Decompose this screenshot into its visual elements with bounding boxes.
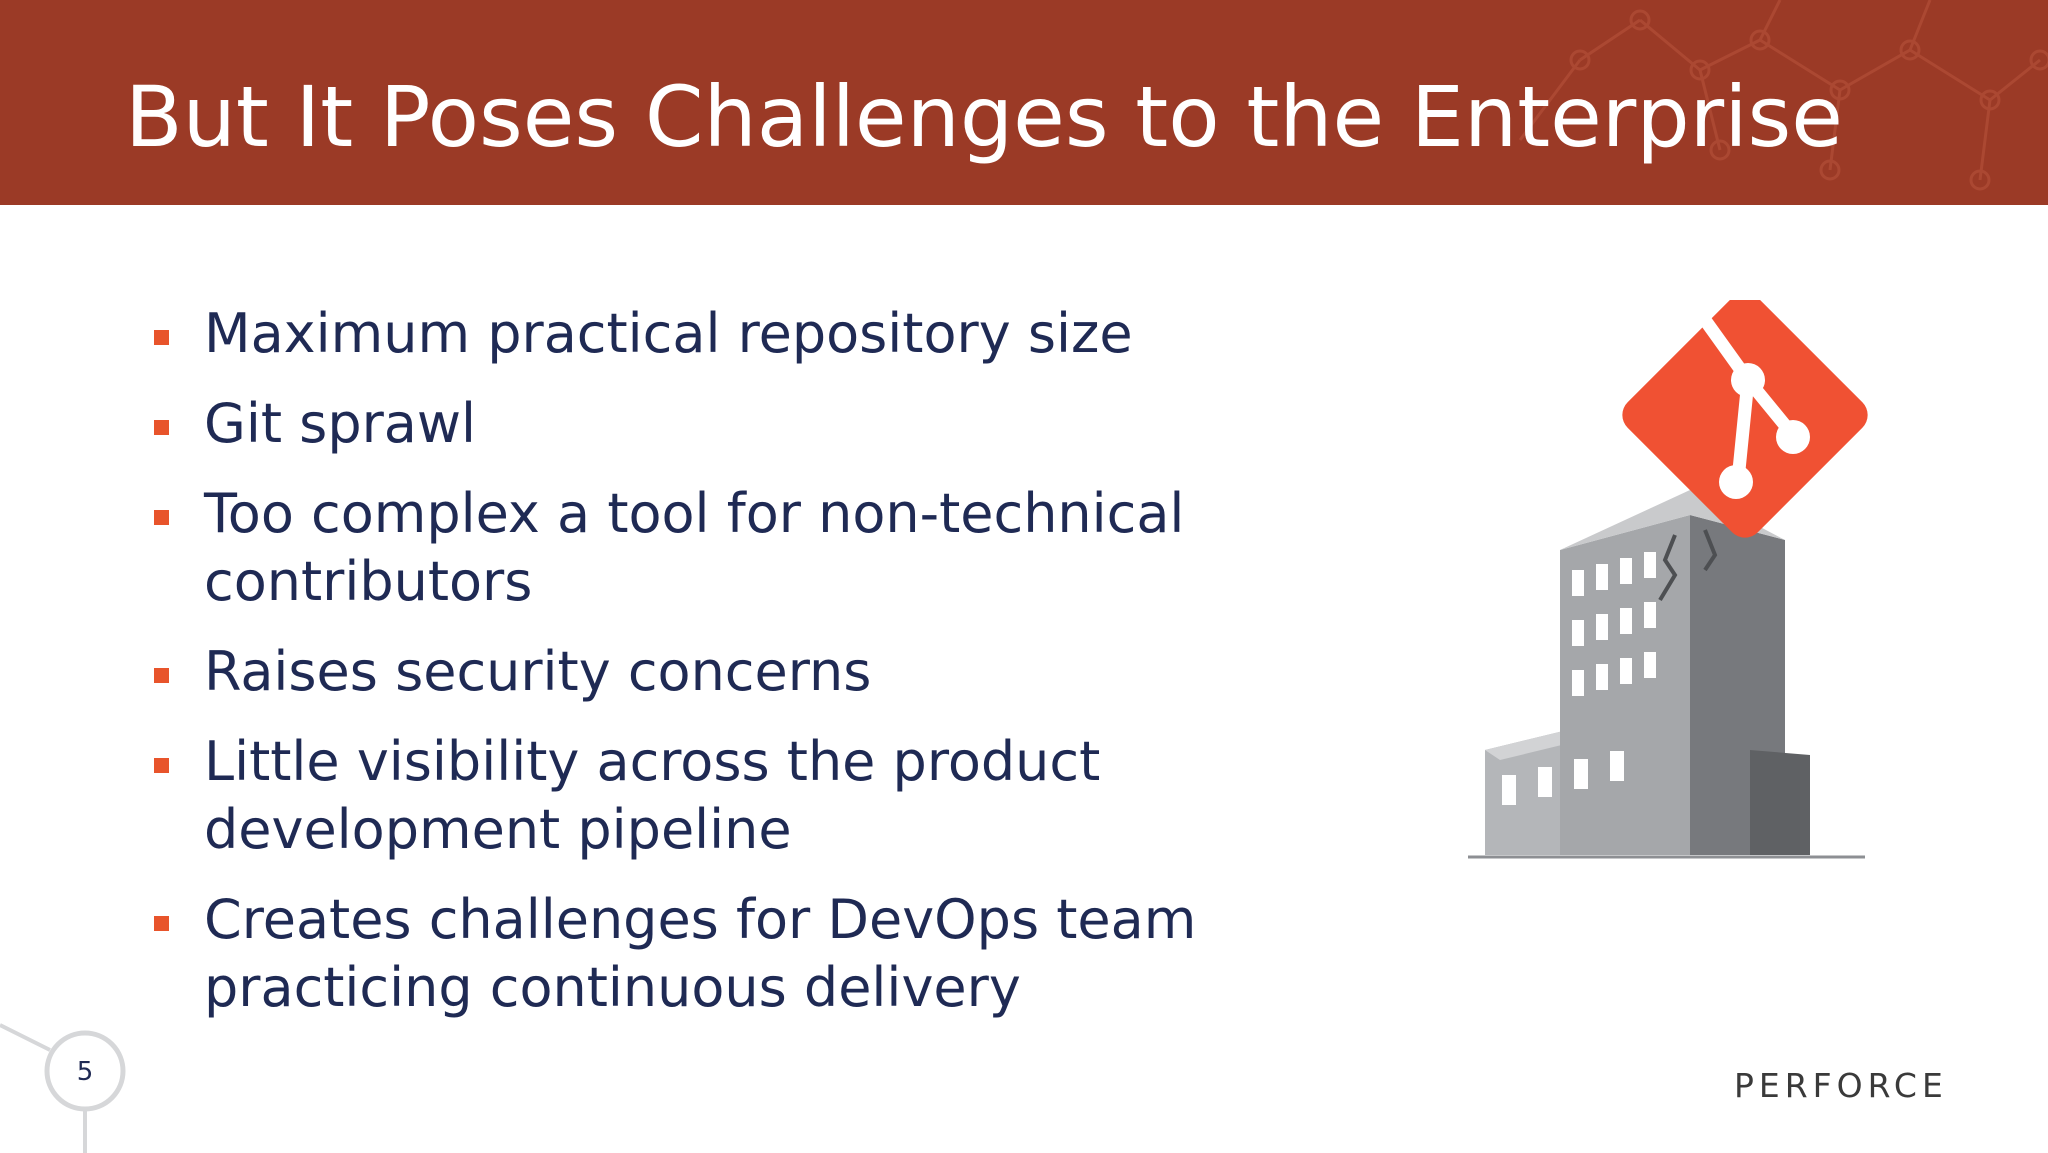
bullet-item: Git sprawl [150, 390, 1300, 458]
title-bar: But It Poses Challenges to the Enterpris… [0, 0, 2048, 205]
bullet-list: Maximum practical repository size Git sp… [150, 300, 1300, 1044]
bullet-item: Maximum practical repository size [150, 300, 1300, 368]
git-logo-on-building-icon [1468, 300, 1868, 859]
bullet-marker [154, 916, 169, 931]
page-number-badge-icon [0, 1023, 126, 1153]
bullet-text: Maximum practical repository size [204, 302, 1133, 365]
perforce-logo: PERFORCE [1734, 1066, 1948, 1105]
bullet-item: Raises security concerns [150, 638, 1300, 706]
bullet-marker [154, 668, 169, 683]
bullet-text: Creates challenges for DevOps team [204, 888, 1197, 951]
bullet-text: Git sprawl [204, 392, 477, 455]
bullet-text: Raises security concerns [204, 640, 872, 703]
page-number: 5 [76, 1057, 94, 1087]
bullet-item: Little visibility across the product dev… [150, 728, 1300, 864]
bullet-marker [154, 510, 169, 525]
slide-title: But It Poses Challenges to the Enterpris… [125, 68, 1843, 166]
bullet-text-continued: practicing continuous delivery [204, 956, 1021, 1019]
bullet-text: Little visibility across the product [204, 730, 1101, 793]
bullet-item: Creates challenges for DevOps team pract… [150, 886, 1300, 1022]
bullet-marker [154, 758, 169, 773]
bullet-text: Too complex a tool for non-technical [204, 482, 1185, 545]
molecule-pattern-decoration [1518, 0, 2048, 191]
bullet-marker [154, 420, 169, 435]
bullet-item: Too complex a tool for non-technical con… [150, 480, 1300, 616]
bullet-text-continued: contributors [204, 550, 533, 613]
bullet-text-continued: development pipeline [204, 798, 792, 861]
bullet-marker [154, 330, 169, 345]
